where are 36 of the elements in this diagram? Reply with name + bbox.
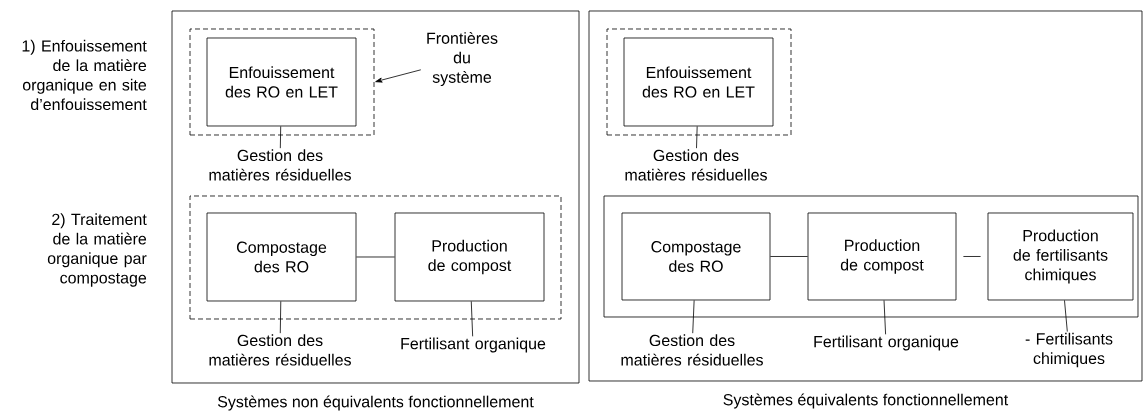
output-label: Fertilisant organique (401, 337, 546, 353)
process-box: Compostage des RO (206, 212, 357, 302)
panel-label: Systèmes équivalents fonctionnellement (723, 393, 1009, 409)
output-label: Gestion des matières résiduelles (625, 149, 767, 181)
leader-line (470, 301, 474, 337)
leader-line (1064, 300, 1068, 332)
annotation-text: Frontières du système (427, 31, 498, 87)
leader-line (279, 301, 282, 334)
output-label: - Fertilisants chimiques (1025, 332, 1113, 368)
output-label: Gestion des matières résiduelles (621, 334, 763, 366)
system-boundary (603, 195, 1139, 318)
leader-line (696, 126, 698, 149)
connector-line (963, 256, 981, 257)
leader-line (692, 300, 695, 334)
leader-line (883, 300, 886, 335)
process-box: Production de compost (394, 212, 545, 302)
connector-line (356, 256, 395, 258)
process-box: Compostage des RO (621, 212, 771, 301)
system-boundary (189, 195, 562, 320)
process-box: Production de compost (807, 212, 957, 301)
row-label: 2) Traitement de la matière organique par compostage (47, 213, 147, 287)
process-box: Production de fertilisants chimiques (987, 212, 1134, 301)
panel-frame (171, 10, 580, 384)
output-label: Gestion des matières résiduelles (209, 149, 351, 181)
leader-line (279, 126, 282, 149)
output-label: Fertilisant organique (814, 335, 959, 351)
panel-label: Systèmes non équivalents fonctionnellement (217, 395, 534, 411)
process-box: Enfouissement des RO en LET (206, 37, 357, 127)
output-label: Gestion des matières résiduelles (209, 334, 351, 366)
system-boundary (189, 28, 375, 136)
row-label: 1) Enfouissement de la matière organique en site d’enfouissement (22, 39, 147, 111)
process-box: Enfouissement des RO en LET (623, 37, 774, 127)
panel-frame (588, 10, 1143, 382)
connector-line (770, 256, 808, 257)
system-boundary (606, 28, 792, 136)
arrow (375, 69, 422, 83)
